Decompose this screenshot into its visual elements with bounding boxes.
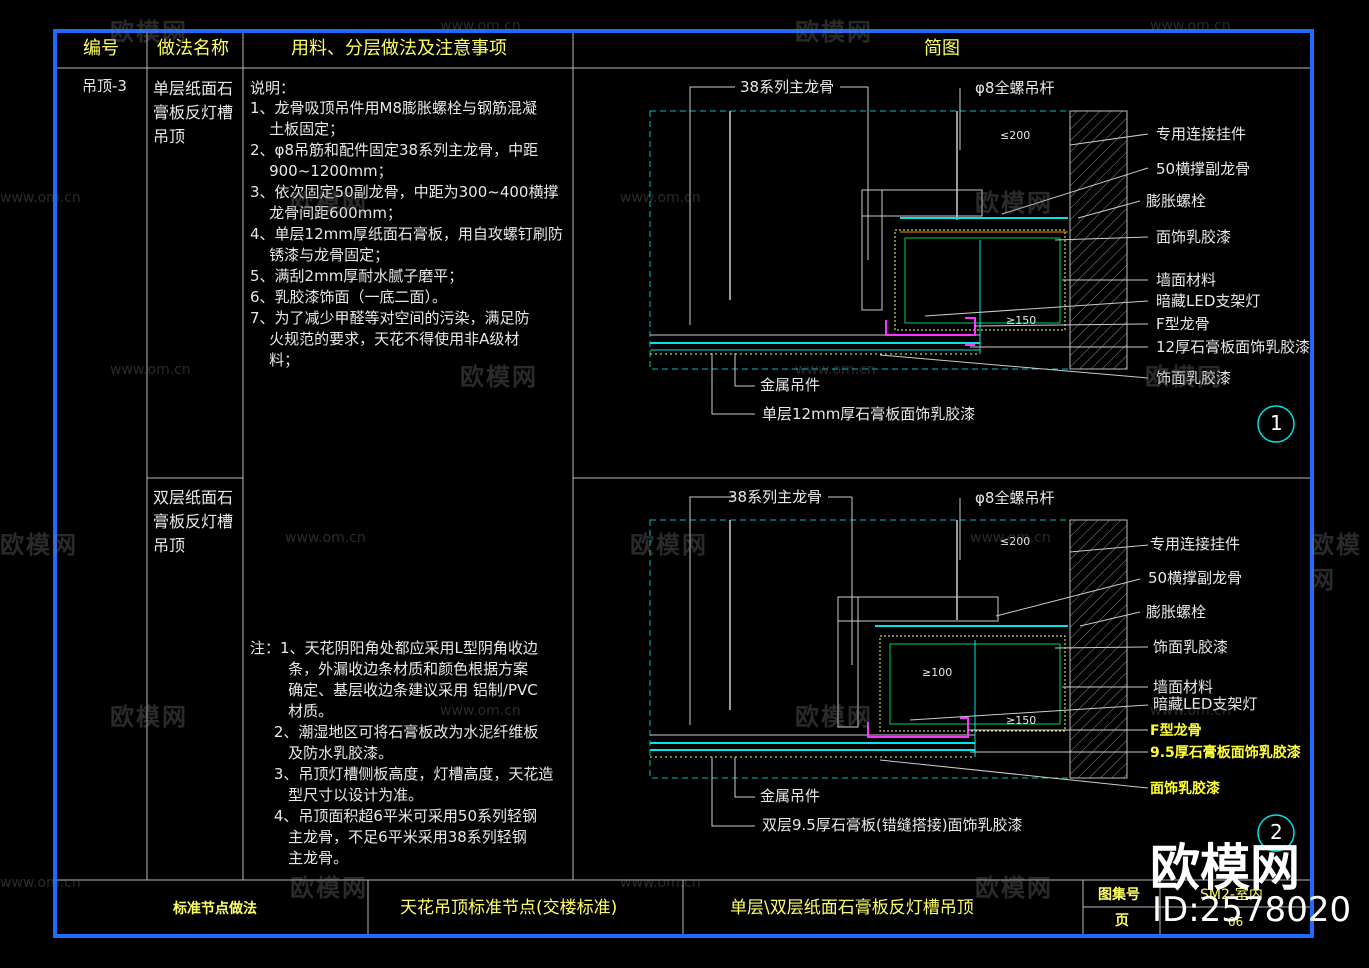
d2-dim-150: ≥150: [1006, 714, 1037, 727]
item-name-double: 双层纸面石 膏板反灯槽 吊顶: [153, 488, 234, 555]
d2-double-board-label: 双层9.5厚石膏板(错缝搭接)面饰乳胶漆: [762, 816, 1023, 834]
watermark-brand: 欧模网: [290, 874, 368, 902]
watermark-site: www.om.cn: [440, 18, 521, 34]
d1-sub-keel-label: 50横撑副龙骨: [1156, 160, 1251, 178]
d1-wall-label: 墙面材料: [1156, 271, 1217, 289]
d2-f-keel-label: F型龙骨: [1150, 723, 1202, 739]
watermark-brand: 欧模网: [1310, 531, 1362, 594]
watermark-site: www.om.cn: [0, 190, 81, 206]
watermark-brand: 欧模网: [110, 703, 188, 731]
watermark-brand: 欧模网: [110, 18, 188, 46]
wall-hatch-2: [1069, 519, 1128, 779]
watermark-brand: 欧模网: [795, 18, 873, 46]
watermark-brand: 欧模网: [975, 874, 1053, 902]
d2-board-label: 9.5厚石膏板面饰乳胶漆: [1150, 745, 1301, 761]
watermark-site: www.om.cn: [110, 362, 191, 378]
watermark-site: www.om.cn: [970, 530, 1051, 546]
footer-category: 标准节点做法: [173, 901, 257, 917]
d1-bolt-label: 膨胀螺栓: [1146, 192, 1207, 210]
item-code: 吊顶-3: [82, 77, 127, 95]
d2-bolt-label: 膨胀螺栓: [1146, 603, 1207, 621]
d1-rod-label: φ8全螺吊杆: [975, 79, 1055, 97]
d2-metal-hanger-label: 金属吊件: [760, 787, 821, 805]
item-name-single: 单层纸面石 膏板反灯槽 吊顶: [153, 79, 234, 146]
detail-diagram-1: [649, 86, 1295, 443]
watermark-brand: 欧模网: [1145, 363, 1223, 391]
watermark-brand: 欧模网: [290, 189, 368, 217]
d1-latex-label: 面饰乳胶漆: [1156, 228, 1232, 246]
d1-number: 1: [1270, 411, 1283, 435]
footer-set-no-label: 图集号: [1098, 887, 1140, 903]
d1-led-label: 暗藏LED支架灯: [1156, 292, 1261, 310]
d1-dim-150: ≥150: [1006, 314, 1037, 327]
watermark-site: www.om.cn: [440, 703, 521, 719]
wall-hatch: [1069, 110, 1128, 370]
header-col-diagram: 简图: [924, 38, 960, 59]
d1-metal-hanger-label: 金属吊件: [760, 376, 821, 394]
detail-diagram-2: [649, 496, 1295, 852]
watermark-brand: 欧模网: [460, 363, 538, 391]
d2-number: 2: [1270, 820, 1283, 844]
d2-led-label: 暗藏LED支架灯: [1153, 695, 1258, 713]
d2-rod-label: φ8全螺吊杆: [975, 489, 1055, 507]
watermark-brand: 欧模网: [975, 189, 1053, 217]
d1-single-board-label: 单层12mm厚石膏板面饰乳胶漆: [762, 405, 976, 423]
brand-logo: 欧模网: [1150, 839, 1300, 897]
d2-wall-label: 墙面材料: [1153, 678, 1214, 696]
footer-set-no-value: SM2-室内: [1200, 887, 1263, 903]
watermark-site: www.om.cn: [620, 190, 701, 206]
footer-series: 天花吊顶标准节点(交楼标准): [400, 898, 618, 918]
watermark-brand: 欧模网: [795, 703, 873, 731]
notes-text: 1、龙骨吸顶吊件用M8膨胀螺栓与钢筋混凝 土板固定； 2、φ8吊筋和配件固定38…: [250, 99, 563, 369]
brand-id: ID:2578020: [1152, 890, 1352, 930]
d1-finish-label: 饰面乳胶漆: [1156, 369, 1232, 387]
detail-number-circle-1: [1257, 405, 1295, 443]
d1-f-keel-label: F型龙骨: [1156, 315, 1210, 333]
d1-dim-top: ≤200: [1000, 129, 1031, 142]
d1-hanger-label: 专用连接挂件: [1156, 125, 1247, 143]
watermark-site: www.om.cn: [1150, 703, 1231, 719]
d2-finish-label: 面饰乳胶漆: [1150, 781, 1220, 797]
watermark-site: www.om.cn: [1150, 18, 1231, 34]
header-col-name: 做法名称: [157, 38, 229, 59]
d2-latex-label: 饰面乳胶漆: [1153, 638, 1229, 656]
watermark-brand: 欧模网: [630, 531, 708, 559]
detail-number-circle-2: [1257, 814, 1295, 852]
d2-dim-100: ≥100: [922, 666, 953, 679]
footer-page-label: 页: [1115, 913, 1129, 929]
watermark-brand: 欧模网: [0, 531, 78, 559]
header-col-no: 编号: [83, 38, 119, 59]
d2-dim-top: ≤200: [1000, 535, 1031, 548]
watermark-site: www.om.cn: [795, 362, 876, 378]
watermark-site: www.om.cn: [0, 875, 81, 891]
d1-board-label: 12厚石膏板面饰乳胶漆: [1156, 338, 1311, 356]
d2-sub-keel-label: 50横撑副龙骨: [1148, 569, 1243, 587]
outer-border: [53, 29, 1314, 938]
d2-main-keel-label: 38系列主龙骨: [728, 488, 823, 506]
d2-hanger-label: 专用连接挂件: [1150, 535, 1241, 553]
remarks-text: 注：1、天花阴阳角处都应采用L型阴角收边 条，外漏收边条材质和颜色根据方案 确定…: [250, 639, 554, 867]
footer-title: 单层\双层纸面石膏板反灯槽吊顶: [730, 898, 974, 918]
header-col-method: 用料、分层做法及注意事项: [291, 38, 507, 59]
watermark-site: www.om.cn: [620, 875, 701, 891]
watermark-site: www.om.cn: [285, 530, 366, 546]
notes-title: 说明：: [250, 79, 296, 97]
footer-page-value: 06: [1228, 915, 1244, 929]
d1-main-keel-label: 38系列主龙骨: [740, 78, 835, 96]
